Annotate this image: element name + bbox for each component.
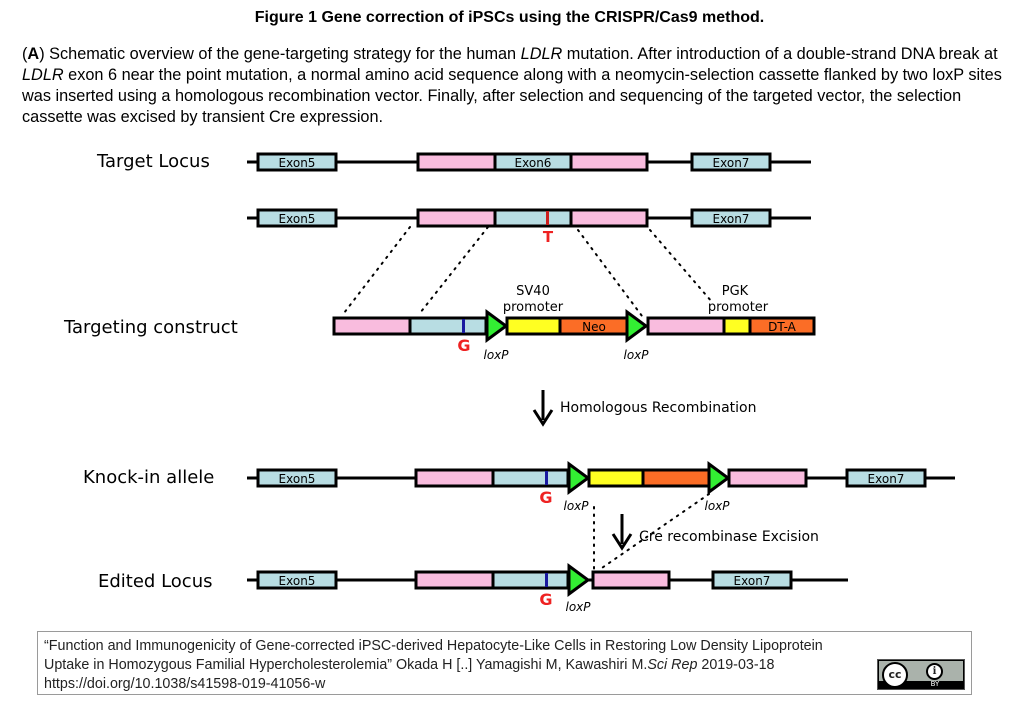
dta-label: DT-A: [768, 320, 797, 334]
sv40-promoter-box: [587, 468, 645, 488]
construct-exon6: [408, 316, 488, 336]
loxp-label: loxP: [565, 600, 591, 614]
exon5-box: [256, 468, 338, 488]
loxp-label: loxP: [704, 499, 730, 513]
exon7-label: Exon7: [734, 574, 771, 588]
cc-by-license-badge[interactable]: cc i BY: [877, 659, 965, 690]
loxp-label: loxP: [623, 348, 649, 362]
loxp-icon: [707, 461, 731, 495]
exon5-label: Exon5: [279, 212, 316, 226]
citation-box: “Function and Immunogenicity of Gene-cor…: [37, 631, 972, 695]
exon5-box: [256, 570, 338, 590]
homology-arm-left: [414, 570, 495, 590]
corrected-G-label: G: [457, 336, 470, 355]
citation-line2: Uptake in Homozygous Familial Hyperchole…: [44, 656, 965, 675]
citation-journal: Sci Rep: [647, 657, 698, 673]
neo-label: Neo: [582, 320, 606, 334]
homology-line: [419, 226, 489, 314]
pgk-label: PGK: [722, 284, 749, 299]
exon6-label: Exon6: [515, 156, 552, 170]
attribution-person-icon: i: [926, 663, 943, 680]
homology-arm-right: [727, 468, 808, 488]
homology-arm-right: [569, 208, 649, 228]
loxp-icon: [567, 461, 591, 495]
row-label-targeting-construct: Targeting construct: [63, 317, 238, 338]
gene-name: LDLR: [520, 45, 563, 63]
loxp-label: loxP: [483, 348, 509, 362]
corrected-base-marker: [545, 573, 548, 587]
construct-arm-right: [646, 316, 726, 336]
exon7-label: Exon7: [713, 156, 750, 170]
gene-targeting-diagram: Exon5 Exon6 Exon7 Exon5 Exon7 T Neo DT-A…: [63, 151, 955, 614]
exon5-box: [256, 208, 338, 228]
pgk-promoter-box: [722, 316, 752, 336]
caption-body: ) Schematic overview of the gene-targeti…: [22, 45, 1002, 126]
down-arrow-icon: [532, 390, 554, 427]
homology-line: [649, 229, 713, 303]
caption-text: ) Schematic overview of the gene-targeti…: [39, 45, 521, 63]
mutation-T-label: T: [543, 228, 554, 246]
row-label-target-locus: Target Locus: [96, 151, 210, 172]
excision-line: [598, 493, 710, 571]
citation-title-authors: Uptake in Homozygous Familial Hyperchole…: [44, 657, 648, 673]
loxp-label: loxP: [563, 499, 589, 513]
license-by-label: BY: [930, 680, 940, 688]
figure-caption: (A) Schematic overview of the gene-targe…: [22, 45, 1002, 126]
exon5-label: Exon5: [279, 574, 316, 588]
homology-line: [343, 226, 411, 314]
sv40-label: SV40: [516, 284, 550, 299]
creative-commons-icon: cc: [882, 662, 908, 688]
homology-arm-right: [591, 570, 671, 590]
row-label-knock-in-allele: Knock-in allele: [83, 467, 214, 488]
corrected-G-label: G: [539, 590, 552, 609]
homology-arm-left: [414, 468, 495, 488]
exon7-box: [711, 570, 793, 590]
exon7-box: [845, 468, 927, 488]
citation-doi-link[interactable]: https://doi.org/10.1038/s41598-019-41056…: [44, 676, 326, 692]
corrected-G-label: G: [539, 488, 552, 507]
construct-arm-left: [332, 316, 412, 336]
citation-line1: “Function and Immunogenicity of Gene-cor…: [44, 638, 823, 654]
exon7-label: Exon7: [713, 212, 750, 226]
homology-arm-left: [416, 208, 497, 228]
gene-name: LDLR: [22, 66, 64, 84]
sv40-promoter-box: [505, 316, 562, 336]
dta-box: [748, 316, 816, 336]
sv40-promoter-label: promoter: [503, 300, 564, 315]
row-label-edited-locus: Edited Locus: [98, 571, 213, 592]
panel-label: A: [27, 45, 40, 63]
down-arrow-icon: [611, 514, 633, 551]
cre-excision-label: Cre recombinase Excision: [639, 529, 819, 545]
homologous-recombination-label: Homologous Recombination: [560, 400, 756, 416]
caption-text: exon 6 near the point mutation, a normal…: [22, 66, 1002, 126]
caption-text: mutation. After introduction of a double…: [562, 45, 998, 63]
loxp-icon: [625, 309, 649, 343]
corrected-base-marker: [462, 319, 465, 333]
citation-date: 2019-03-18: [697, 657, 775, 673]
exon7-label: Exon7: [868, 472, 905, 486]
exon6-box: [491, 468, 570, 488]
figure-title: Figure 1 Gene correction of iPSCs using …: [254, 9, 765, 26]
exon6-box: [493, 208, 573, 228]
homology-line: [577, 229, 643, 317]
exon5-label: Exon5: [279, 472, 316, 486]
exon6-box: [491, 570, 570, 590]
homology-arm-right: [569, 152, 649, 172]
corrected-base-marker: [545, 471, 548, 485]
homology-arm-left: [416, 152, 497, 172]
exon5-label: Exon5: [279, 156, 316, 170]
point-mutation-marker: [546, 211, 549, 225]
neo-box: [641, 468, 711, 488]
exon7-box: [690, 208, 772, 228]
loxp-icon: [485, 309, 509, 343]
exon5-box: [256, 152, 338, 172]
loxp-icon: [567, 563, 591, 597]
exon7-box: [690, 152, 772, 172]
pgk-promoter-label: promoter: [708, 300, 769, 315]
